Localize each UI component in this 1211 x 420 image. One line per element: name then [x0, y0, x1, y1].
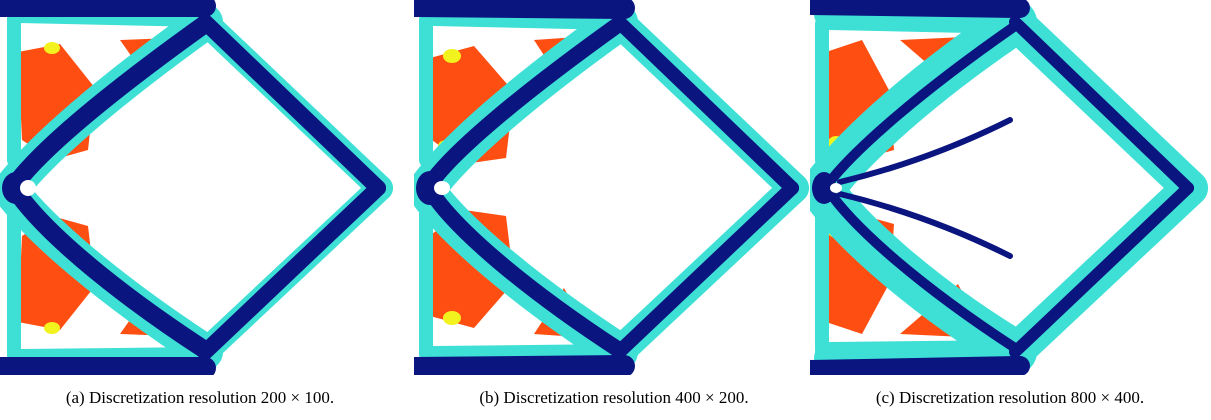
left-node — [416, 171, 444, 205]
member-upper-arm — [823, 21, 1020, 189]
caption-a: (a) Discretization resolution 200 × 100. — [65, 388, 335, 407]
caption-b: (b) Discretization resolution 400 × 200. — [479, 388, 749, 407]
left-node-hole — [20, 180, 36, 196]
member-upper-diagonal — [612, 15, 799, 195]
member-upper-diagonal — [197, 14, 386, 196]
left-node — [812, 172, 836, 204]
member-upper-arm — [5, 15, 214, 195]
topology-image-c — [810, 0, 1208, 375]
member-lower-arm — [5, 179, 214, 359]
member-lower-arm — [823, 185, 1020, 353]
member-lower-inner-arm — [837, 191, 1013, 259]
member-bottom-chord — [414, 355, 635, 375]
topology-image-b — [414, 0, 809, 375]
yellow-spot-upper — [443, 49, 461, 63]
cyan-band-bottom-edge — [814, 340, 1031, 374]
member-lower-arm — [422, 182, 627, 358]
member-lower-diagonal — [197, 180, 386, 360]
yellow-spot-lower-inner — [44, 322, 60, 334]
member-lower-diagonal — [612, 181, 799, 359]
member-upper-arm — [422, 16, 627, 192]
member-bottom-chord — [810, 356, 1030, 375]
topology-image-a — [0, 0, 393, 375]
member-top-chord — [810, 0, 1030, 18]
yellow-spot-upper-inner — [44, 42, 60, 54]
panel-c: (c) Discretization resolution 800 × 400. — [810, 0, 1210, 420]
left-node-hole — [434, 181, 450, 195]
panel-b: (b) Discretization resolution 400 × 200. — [414, 0, 814, 420]
member-upper-diagonal — [1009, 16, 1194, 194]
yellow-spot-lower — [443, 311, 461, 325]
panel-a: (a) Discretization resolution 200 × 100. — [0, 0, 400, 420]
member-upper-inner-arm — [837, 117, 1013, 185]
member-top-chord — [414, 0, 635, 19]
left-node-hole — [830, 183, 842, 193]
caption-c: (c) Discretization resolution 800 × 400. — [875, 388, 1145, 407]
member-lower-diagonal — [1009, 182, 1194, 358]
left-node — [2, 172, 30, 204]
